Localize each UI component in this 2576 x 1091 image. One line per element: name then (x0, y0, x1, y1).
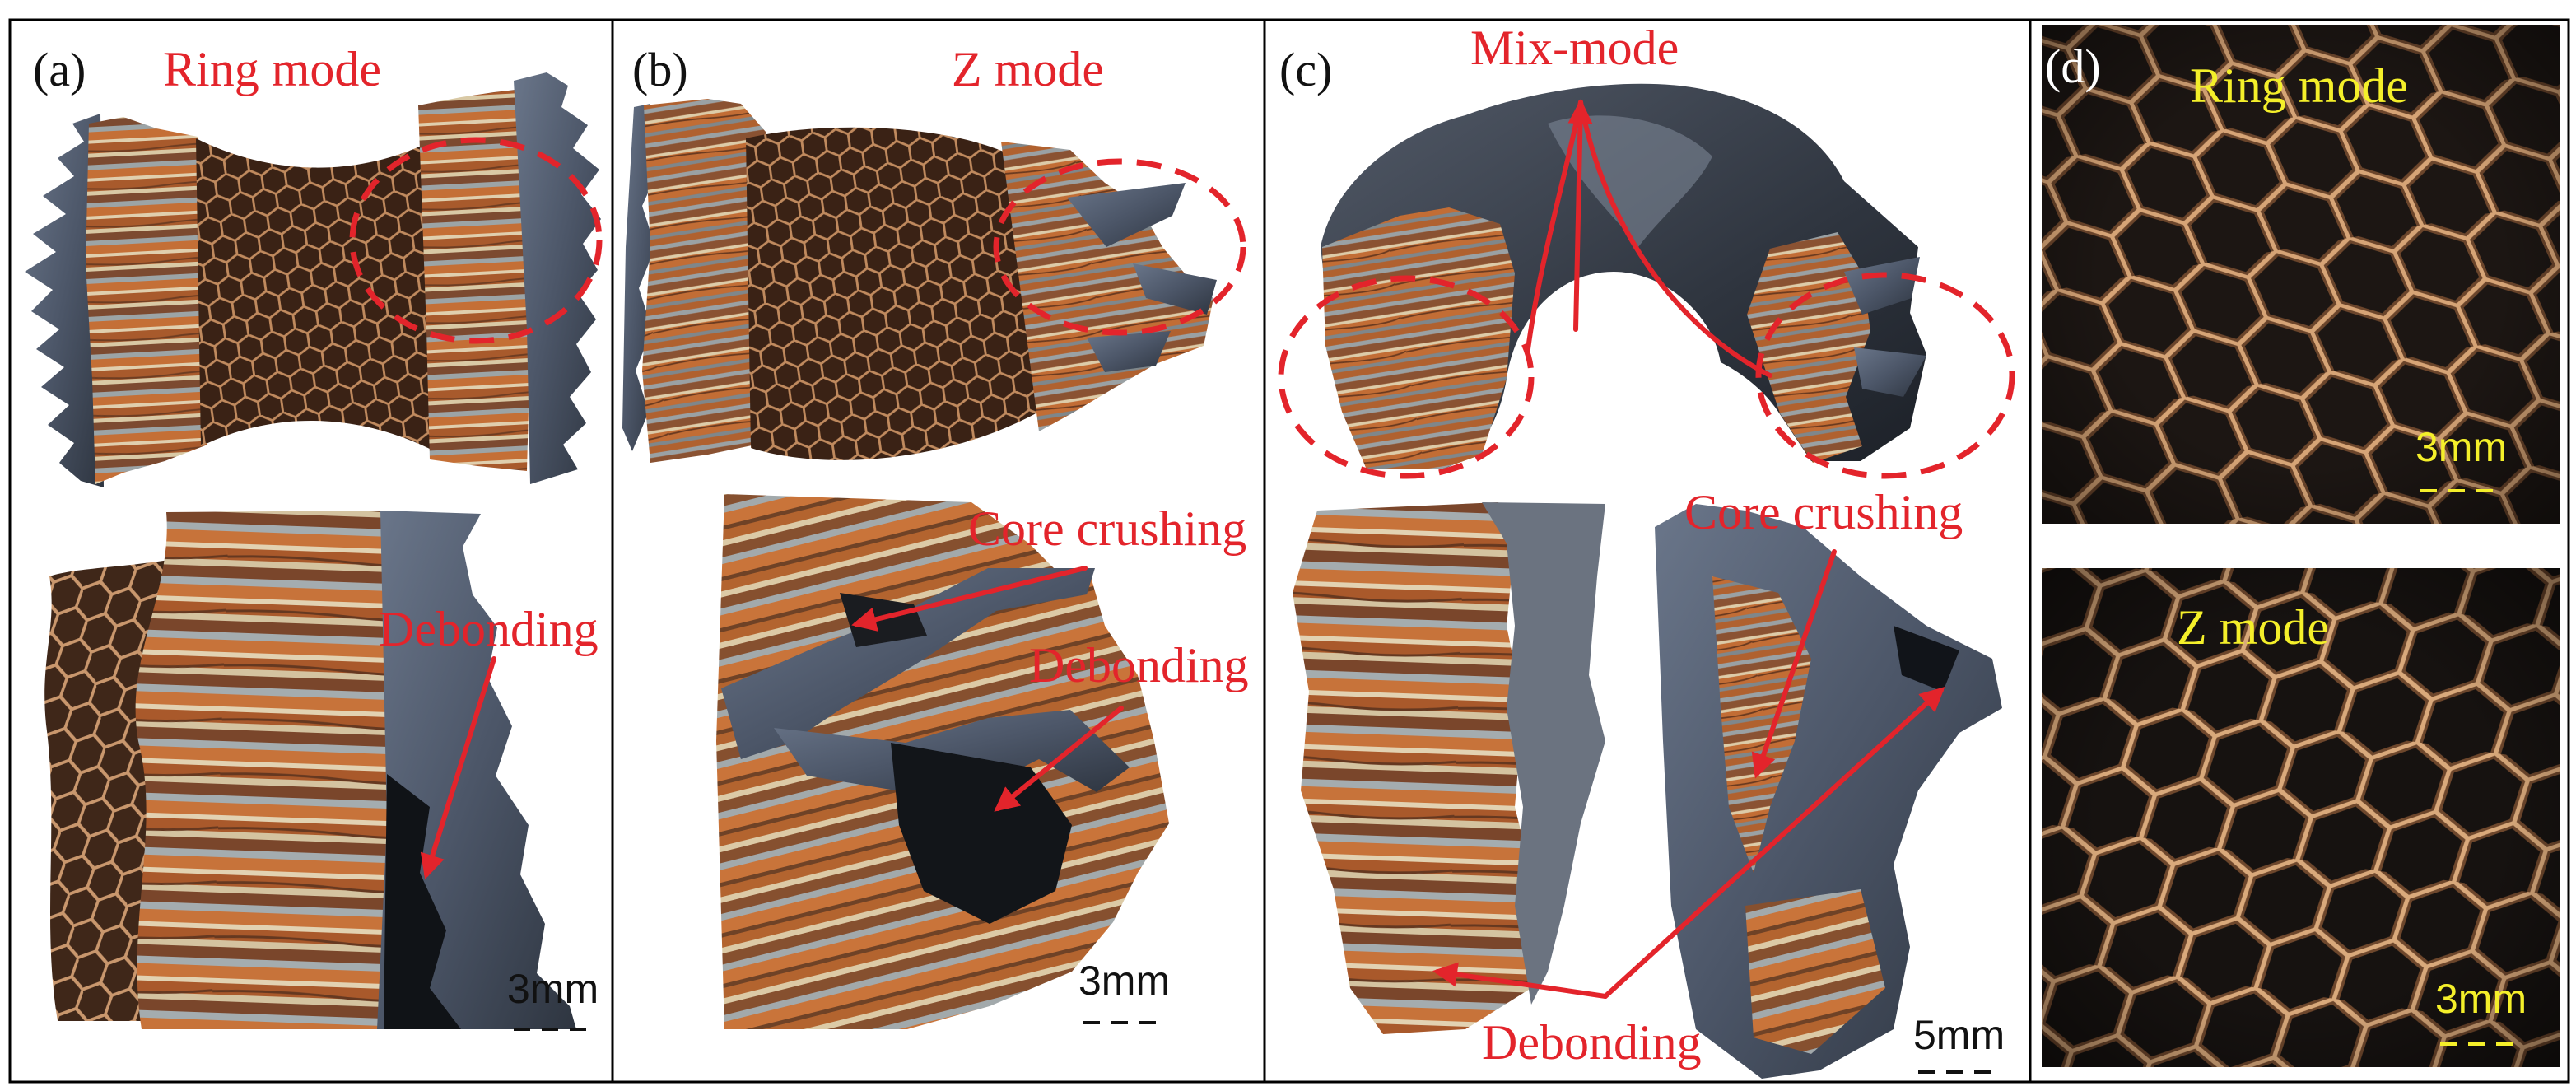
panel-c: (c) Mix-mode Core crushing Debonding 5mm (1278, 21, 2015, 1079)
debonding-arrow-left (1432, 962, 1608, 999)
face-sheet-flap (1854, 347, 1926, 397)
scale-bar-label: 5mm (1913, 1012, 2005, 1058)
debonding-arrow (994, 706, 1124, 812)
panel-d: (d) Ring mode 3mm Z mode 3mm (2042, 25, 2560, 1067)
core-crushing-arrow (1751, 549, 1837, 779)
debonding-label: Debonding (1029, 638, 1249, 692)
crushed-core-wall (135, 511, 394, 1029)
panel-label: (c) (1279, 43, 1332, 96)
panel-b-zoom-photo (716, 494, 1169, 1029)
failure-region-ellipse (993, 158, 1246, 336)
right-face-sheet (514, 72, 601, 484)
failure-region-ellipse-left (1278, 275, 1535, 479)
panel-a-specimen-photo (25, 72, 601, 487)
panel-c-zoom-left-photo (1293, 502, 1605, 1034)
scale-bar-label-top: 3mm (2415, 424, 2507, 470)
photo-shading (2042, 568, 2560, 1067)
panel-a: (a) Ring mode Debonding 3mm (25, 42, 603, 1031)
panel-label: (a) (33, 43, 86, 96)
panel-d-z-mode-closeup-photo (2042, 568, 2560, 1067)
mode-title-bottom: Z mode (2177, 600, 2329, 655)
crushed-core-wall (1712, 576, 1811, 873)
left-face-sheet (25, 114, 104, 487)
panel-label: (b) (632, 43, 688, 96)
crushed-core-wall (1293, 502, 1540, 1034)
scale-bar-label: 3mm (1078, 958, 1170, 1004)
left-crushed-wall (86, 117, 207, 484)
mix-mode-arrow (1567, 99, 1593, 332)
right-crushed-wall (1747, 232, 1870, 463)
failure-region-ellipse-right (1755, 272, 2015, 479)
panel-c-specimen-photo (1321, 83, 1926, 470)
mode-title: Ring mode (163, 42, 381, 96)
mode-title-top: Ring mode (2190, 58, 2408, 113)
mix-mode-arrow-right (1578, 100, 1772, 378)
mode-title: Mix-mode (1470, 21, 1679, 75)
core-crushing-arrow (851, 566, 1088, 632)
mix-mode-arrow-left (1526, 100, 1583, 352)
panel-b-specimen-photo (622, 99, 1217, 463)
face-sheet-flap (1844, 257, 1920, 315)
failure-region-ellipse (349, 137, 603, 344)
panel-frame (8, 18, 2570, 1084)
debonding-arrow-right (1603, 686, 1945, 999)
panel-d-ring-mode-closeup-photo (2042, 25, 2560, 524)
right-crushed-fragments (1001, 142, 1213, 431)
panel-b: (b) Z mode Core crushing Debonding 3mm (622, 42, 1249, 1029)
panel-label: (d) (2045, 40, 2101, 93)
debonding-gap (1894, 626, 1959, 692)
left-crushed-wall (642, 99, 766, 463)
debonding-label: Debonding (379, 602, 599, 656)
debonding-arrow (420, 656, 496, 879)
mode-title: Z mode (952, 42, 1104, 96)
scale-bar-label-bottom: 3mm (2435, 976, 2527, 1022)
outer-border (8, 18, 2570, 1084)
face-sheet-flap (1087, 331, 1171, 372)
core-crushing-label: Core crushing (968, 501, 1246, 556)
face-sheet-crack (774, 710, 1130, 792)
honeycomb-core (196, 138, 431, 450)
face-sheet-flap (1133, 263, 1217, 315)
scale-bar-label: 3mm (507, 966, 599, 1012)
right-crushed-wall (418, 87, 537, 471)
debonding-gap (384, 774, 461, 1029)
face-sheet-flap (1067, 183, 1186, 247)
photo-shading (2042, 25, 2560, 524)
left-crushed-wall (1322, 207, 1515, 469)
face-sheet (1482, 502, 1605, 1005)
face-sheet-crack (721, 568, 1095, 759)
crushed-core-wall (1745, 889, 1885, 1054)
honeycomb-core (746, 127, 1039, 460)
panel-a-zoom-photo (44, 511, 576, 1029)
core-crushing-label: Core crushing (1684, 485, 1963, 539)
inner-face-sheet-highlight (1548, 115, 1712, 247)
debonding-label: Debonding (1482, 1015, 1702, 1070)
